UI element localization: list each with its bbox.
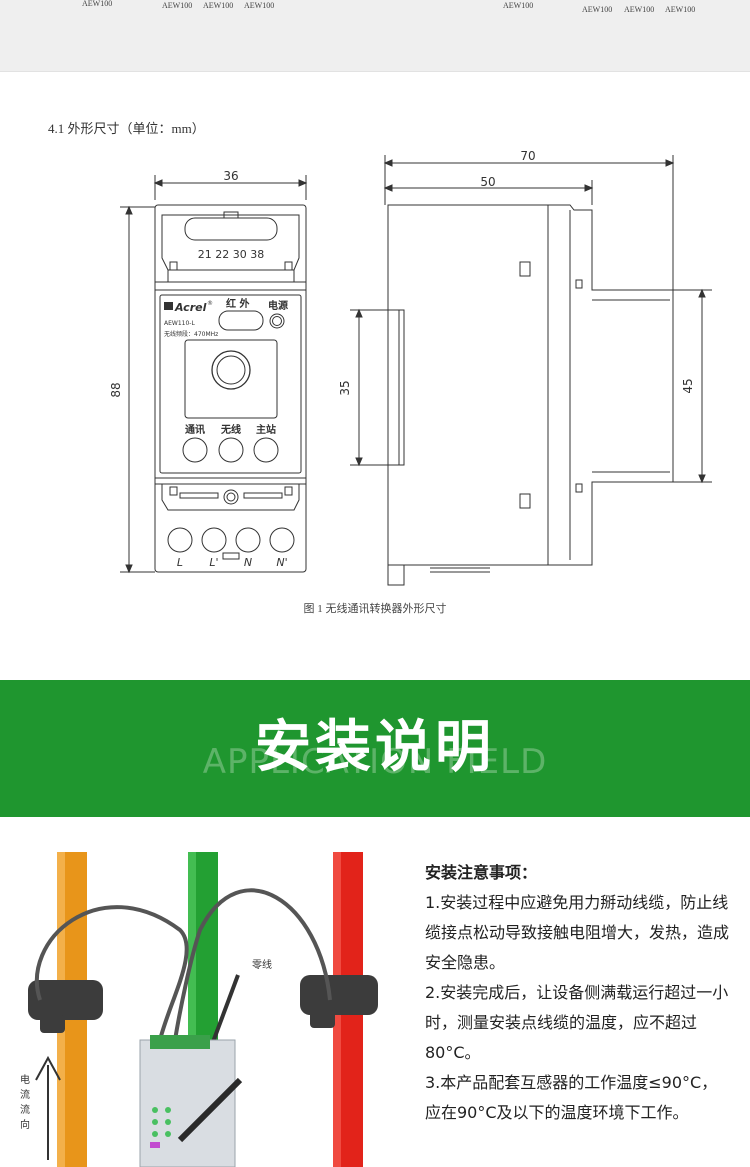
btn-label-master: 主站 xyxy=(256,423,276,436)
acrel-logo: Acrel ® xyxy=(164,300,213,314)
ir-label: 红 外 xyxy=(226,297,249,310)
model-text: AEW110-L xyxy=(164,320,195,327)
notes-title: 安装注意事项： xyxy=(425,863,538,882)
terminal-numbers: 21 22 30 38 xyxy=(198,248,264,261)
current-dir-char: 电 xyxy=(20,1073,30,1086)
model-label: AEW100 xyxy=(244,1,275,10)
neutral-label: 零线 xyxy=(252,958,272,971)
btn-label-wireless: 无线 xyxy=(220,423,241,436)
current-dir-char: 流 xyxy=(20,1103,30,1116)
current-dir-char: 流 xyxy=(20,1088,30,1101)
model-label: AEW100 xyxy=(665,5,696,14)
terminal-N: N xyxy=(244,556,252,569)
top-strip: AEW100 AEW100 AEW100 AEW100 AEW100 AEW10… xyxy=(0,0,750,72)
brand-name: Acrel xyxy=(174,301,207,314)
dim-body-width: 50 xyxy=(480,175,495,189)
model-label: AEW100 xyxy=(624,5,655,14)
dimension-drawing: 36 88 70 50 35 45 21 22 30 38 Acrel ® 红 … xyxy=(109,149,712,586)
freq-text: 无线频段：470MHz xyxy=(164,330,218,338)
btn-label-comm: 通讯 xyxy=(185,423,205,436)
model-label: AEW100 xyxy=(162,1,193,10)
current-dir-char: 向 xyxy=(20,1118,30,1131)
dim-depth: 45 xyxy=(681,378,695,393)
terminal-L: L xyxy=(177,556,183,569)
installation-photo: 零线 电 流 流 向 xyxy=(0,840,405,1167)
dim-width-front: 36 xyxy=(223,169,238,183)
model-label: AEW100 xyxy=(203,1,234,10)
dim-rail: 35 xyxy=(338,380,352,395)
power-label: 电源 xyxy=(268,299,288,312)
banner-title: 安装说明 xyxy=(255,715,495,780)
figure-caption: 图 1 无线通讯转换器外形尺寸 xyxy=(303,603,447,615)
model-label: AEW100 xyxy=(582,5,613,14)
terminal-L-prime: L' xyxy=(209,556,218,569)
section-title: 4.1 外形尺寸（单位：mm） xyxy=(48,121,205,136)
note-item: 3.本产品配套互感器的工作温度≤90°C，应在90°C及以下的温度环境下工作。 xyxy=(425,1073,718,1122)
registered-mark: ® xyxy=(207,300,213,307)
note-item: 1.安装过程中应避免用力掰动线缆，防止线缆接点松动导致接触电阻增大，发热，造成安… xyxy=(425,893,730,972)
dim-total-width: 70 xyxy=(520,149,535,163)
dim-height-front: 88 xyxy=(109,382,123,397)
terminal-N-prime: N' xyxy=(276,556,287,569)
model-label: AEW100 xyxy=(82,0,113,8)
model-label: AEW100 xyxy=(503,1,534,10)
section-banner: APPLICATION FIELD 安装说明 xyxy=(0,680,750,817)
note-item: 2.安装完成后，让设备侧满载运行超过一小时，测量安装点线缆的温度，应不超过80°… xyxy=(425,983,729,1062)
install-notes: 安装注意事项： 1.安装过程中应避免用力掰动线缆，防止线缆接点松动导致接触电阻增… xyxy=(425,858,730,1128)
banner-subtitle: APPLICATION FIELD xyxy=(202,742,548,782)
